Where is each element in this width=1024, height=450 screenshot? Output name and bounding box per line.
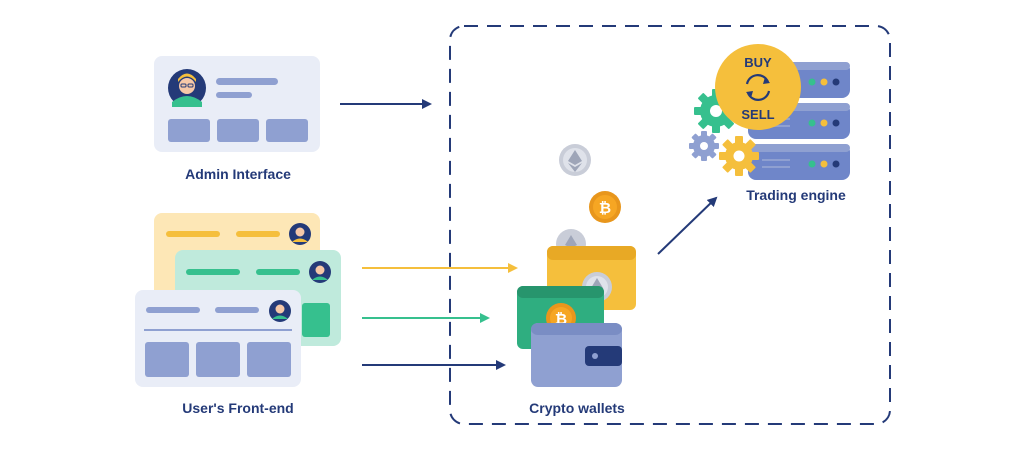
gear-icon xyxy=(689,131,719,161)
trading-engine-label: Trading engine xyxy=(746,187,846,203)
sell-label: SELL xyxy=(741,107,774,122)
buy-label: BUY xyxy=(744,55,772,70)
admin-avatar xyxy=(168,69,206,107)
admin-interface-card xyxy=(154,56,320,152)
gear-icon xyxy=(694,89,738,133)
bitcoin-symbol: ₿ xyxy=(599,199,611,217)
buy-sell-badge: BUY SELL xyxy=(715,44,801,130)
gear-icon xyxy=(719,136,759,176)
crypto-wallets-label: Crypto wallets xyxy=(529,400,625,416)
ethereum-coin-icon xyxy=(559,144,591,176)
frontend-card-blue xyxy=(135,290,301,387)
bitcoin-coin-icon: ₿ xyxy=(589,191,621,223)
wallets-to-engine-arrow xyxy=(657,196,718,255)
wallet-blue xyxy=(531,323,622,387)
admin-interface-label: Admin Interface xyxy=(185,166,291,182)
users-front-end-label: User's Front-end xyxy=(182,400,293,416)
